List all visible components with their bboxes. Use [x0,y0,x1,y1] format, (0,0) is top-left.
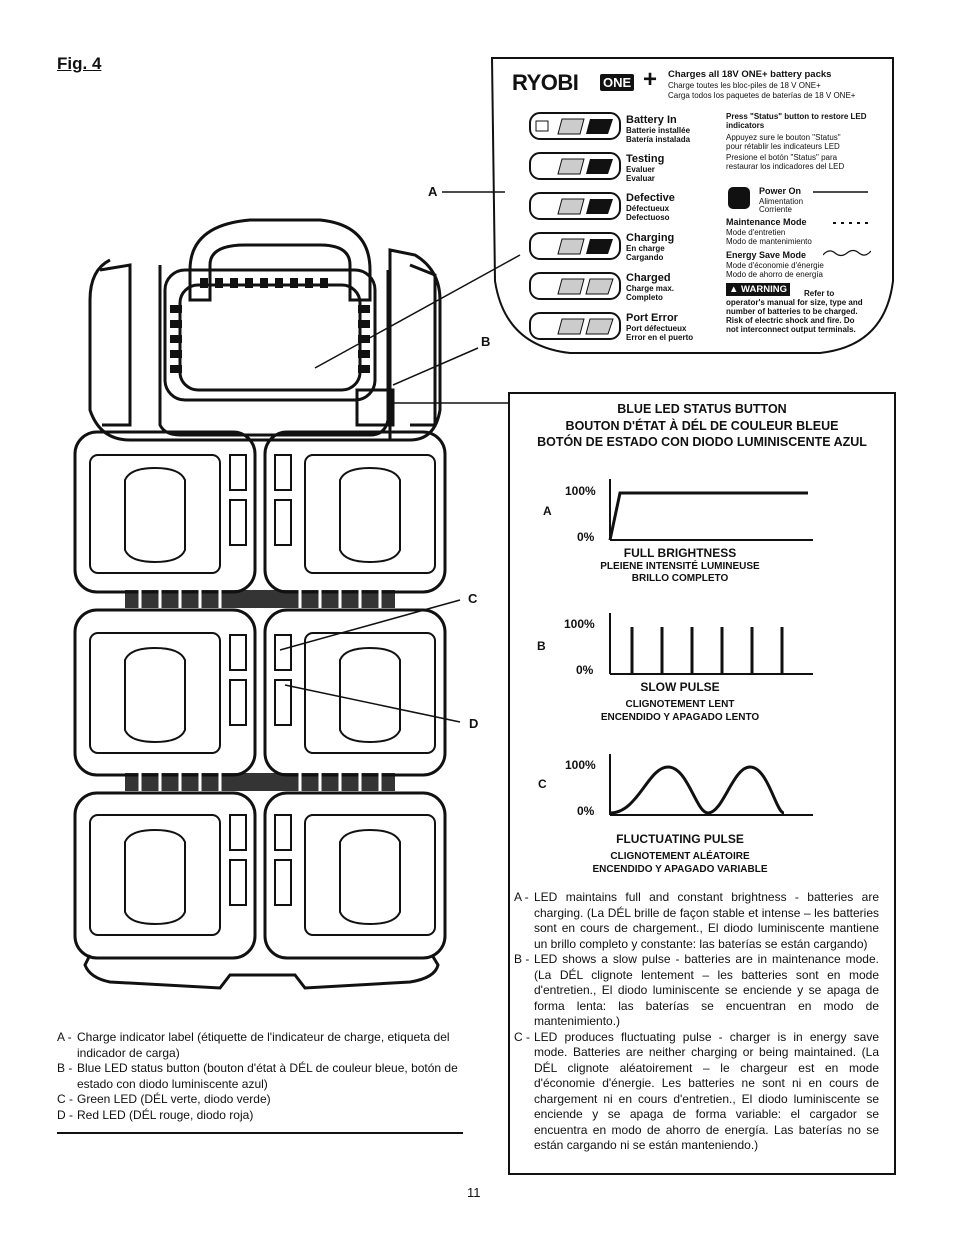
charges-fr: Charge toutes les bloc-piles de 18 V ONE… [668,81,821,90]
charge-indicator-label: RYOBI ONE + Charges all 18V ONE+ battery… [490,56,895,356]
power-on-line-icon [813,191,868,193]
graph-c-100: 100% [565,758,596,772]
power-on-es: Corriente [759,205,792,214]
led-description-b: B -LED shows a slow pulse - batteries ar… [514,952,879,1028]
status-note-en: Press "Status" button to restore LED ind… [726,112,867,130]
graph-a-en: FULL BRIGHTNESS [623,546,737,560]
status-note-fr: Appuyez sure le bouton "Status" pour rét… [726,133,841,151]
ryobi-logo: RYOBI [512,70,579,95]
warning-text: Refer to operator's manual for size, typ… [726,289,863,334]
graph-b-letter: B [537,639,546,653]
graph-b-100: 100% [564,617,595,631]
energy-es: Modo de ahorro de energía [726,270,823,279]
status-note-es: Presione el botón "Status" para restaura… [726,153,845,171]
led-title-es: BOTÓN DE ESTADO CON DIODO LUMINISCENTE A… [537,435,867,449]
graph-c-letter: C [538,777,547,791]
graph-b-plot [609,613,813,675]
state-port-error: Port Error Port défectueux Error en el p… [626,312,694,342]
graph-a-100: 100% [565,484,596,498]
state-defective: Defective Défectueux Defectuoso [626,192,675,222]
led-description-c: C -LED produces fluctuating pulse - char… [514,1029,879,1153]
warning-badge: ▲ WARNING [726,283,790,296]
graph-b-0: 0% [576,663,594,677]
state-charged: Charged Charge max. Completo [626,272,675,302]
graph-c-0: 0% [577,804,595,818]
callout-a: A [428,184,438,199]
one-plus-logo: ONE [600,74,635,91]
figure-legend: A -Charge indicator label (étiquette de … [57,1030,465,1123]
led-descriptions: A -LED maintains full and constant brigh… [514,890,879,1154]
divider [57,1132,463,1134]
page-number: 11 [467,1185,481,1200]
charges-es: Carga todos los paquetes de baterías de … [668,91,856,100]
energy-wave-icon [823,249,871,257]
legend-item-a: A -Charge indicator label (étiquette de … [57,1030,450,1060]
power-on: Power On [759,186,802,196]
state-icons [529,112,621,340]
graph-c-es: ENCENDIDO Y APAGADO VARIABLE [592,864,768,875]
energy-fr: Mode d'économie d'énergie [726,261,824,270]
label-outline [490,57,894,354]
graph-a-plot [608,479,813,541]
graph-b-es: ENCENDIDO Y APAGADO LENTO [600,712,760,723]
led-status-box: BLUE LED STATUS BUTTON BOUTON D'ÉTAT À D… [508,392,896,1175]
graph-b-fr: CLIGNOTEMENT LENT [625,699,735,710]
led-description-a: A -LED maintains full and constant brigh… [514,890,879,951]
graph-a-letter: A [543,504,552,518]
callout-c: C [468,591,478,606]
state-battery-in: Battery In Batterie installée Batería in… [626,114,691,144]
charges-en: Charges all 18V ONE+ battery packs [668,69,832,80]
maintenance-dash-icon [833,222,871,224]
legend-item-b: B -Blue LED status button (bouton d'état… [57,1061,458,1091]
energy-save-mode: Energy Save Mode [726,250,807,260]
plus-icon: + [643,66,658,93]
legend-item-d: D -Red LED (DÉL rouge, diodo roja) [57,1107,254,1122]
state-testing: Testing Evaluer Evaluar [626,153,665,183]
graph-c-en: FLUCTUATING PULSE [616,832,744,846]
graph-a-fr: PLEIENE INTENSITÉ LUMINEUSE [600,561,760,572]
maintenance-es: Modo de mantenimiento [726,237,812,246]
maintenance-fr: Mode d'entretien [726,228,786,237]
graph-a-es: BRILLO COMPLETO [631,573,729,584]
graph-c-plot [609,754,813,816]
callout-b: B [481,334,491,349]
maintenance-mode: Maintenance Mode [726,217,807,227]
led-title-fr: BOUTON D'ÉTAT À DÉL DE COULEUR BLEUE [565,419,839,433]
power-on-fr: Alimentation [759,197,804,206]
power-led-icon [728,187,750,209]
state-charging: Charging En charge Cargando [626,232,675,262]
figure-title: Fig. 4 [57,54,102,73]
legend-item-c: C -Green LED (DÉL verte, diodo verde) [57,1092,271,1106]
graph-b-en: SLOW PULSE [640,680,720,694]
graph-c-fr: CLIGNOTEMENT ALÉATOIRE [610,851,750,862]
led-title-en: BLUE LED STATUS BUTTON [617,402,787,416]
callout-d: D [469,716,479,731]
graph-a-0: 0% [577,530,595,544]
